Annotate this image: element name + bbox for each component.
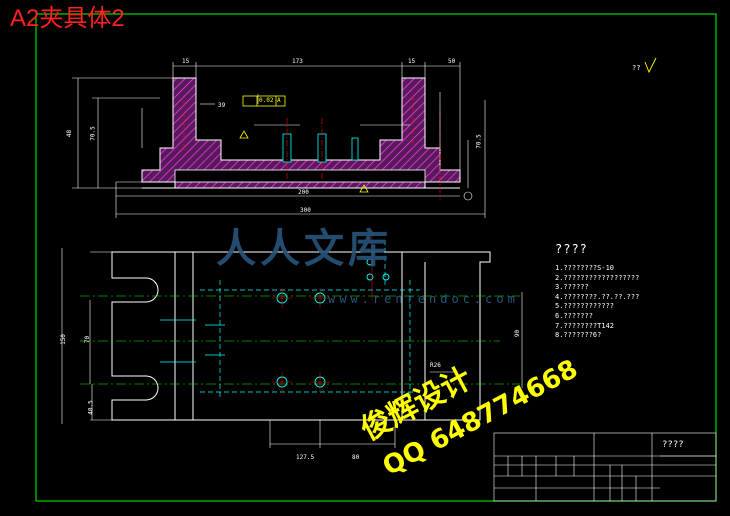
geometric-tolerance-frame (242, 95, 286, 107)
dim-70-5-right: 70.5 (475, 134, 483, 149)
dim-top-173: 173 (292, 58, 303, 65)
technical-notes: ???? 1.????????S-10 2.??????????????????… (555, 242, 639, 341)
plan-hole-6 (366, 273, 374, 281)
dim-40-5: 40.5 (87, 400, 95, 415)
dim-top-50: 50 (448, 58, 456, 65)
note-line: 3.?????? (555, 283, 589, 292)
dim-48: 48 (66, 129, 74, 138)
note-line: 6.??????? (555, 311, 593, 320)
dim-90: 90 (514, 329, 522, 338)
roughness-label: ?? (632, 64, 641, 72)
note-line: 7.????????T142 (555, 321, 615, 330)
note-line: 5.???????????? (555, 302, 615, 311)
note-line: 8.???????6? (555, 331, 602, 340)
roughness-symbol-top (644, 57, 657, 74)
dim-300: 300 (300, 207, 311, 214)
dim-70: 70 (84, 335, 92, 344)
note-line: 2.?????????????????? (555, 273, 640, 282)
dim-top-15b: 15 (408, 58, 416, 65)
dim-39: 39 (218, 102, 226, 109)
dim-r26: R26 (430, 362, 441, 369)
plan-hole-7 (382, 273, 390, 281)
slot-outline (174, 169, 426, 183)
datum-triangle-2 (239, 130, 249, 139)
dim-200: 200 (298, 189, 309, 196)
notes-heading: ???? (555, 242, 588, 256)
dim-top-15a: 15 (182, 58, 190, 65)
title-block (493, 432, 717, 502)
dim-80: 80 (352, 454, 360, 461)
datum-triangle-1 (359, 184, 369, 193)
plan-view (61, 230, 523, 448)
front-section-view (72, 62, 486, 218)
dim-70-5: 70.5 (89, 126, 97, 141)
plan-hole-5 (366, 258, 374, 266)
note-line: 1.????????S-10 (555, 264, 615, 272)
watermark-url: www.renrendoc.com (328, 292, 519, 306)
title-block-name: ???? (662, 440, 684, 450)
dim-150: 150 (59, 334, 67, 345)
note-line: 4.????????.??.??.??? (555, 292, 640, 301)
bolt-hole-3 (351, 137, 359, 161)
dim-127-5: 127.5 (296, 454, 315, 461)
tolerance-value: 0.02 A (259, 97, 281, 104)
watermark-logo: 人人文库 (216, 226, 392, 272)
drawing-title: A2夹具体2 (10, 5, 125, 32)
plan-outline (111, 251, 491, 421)
